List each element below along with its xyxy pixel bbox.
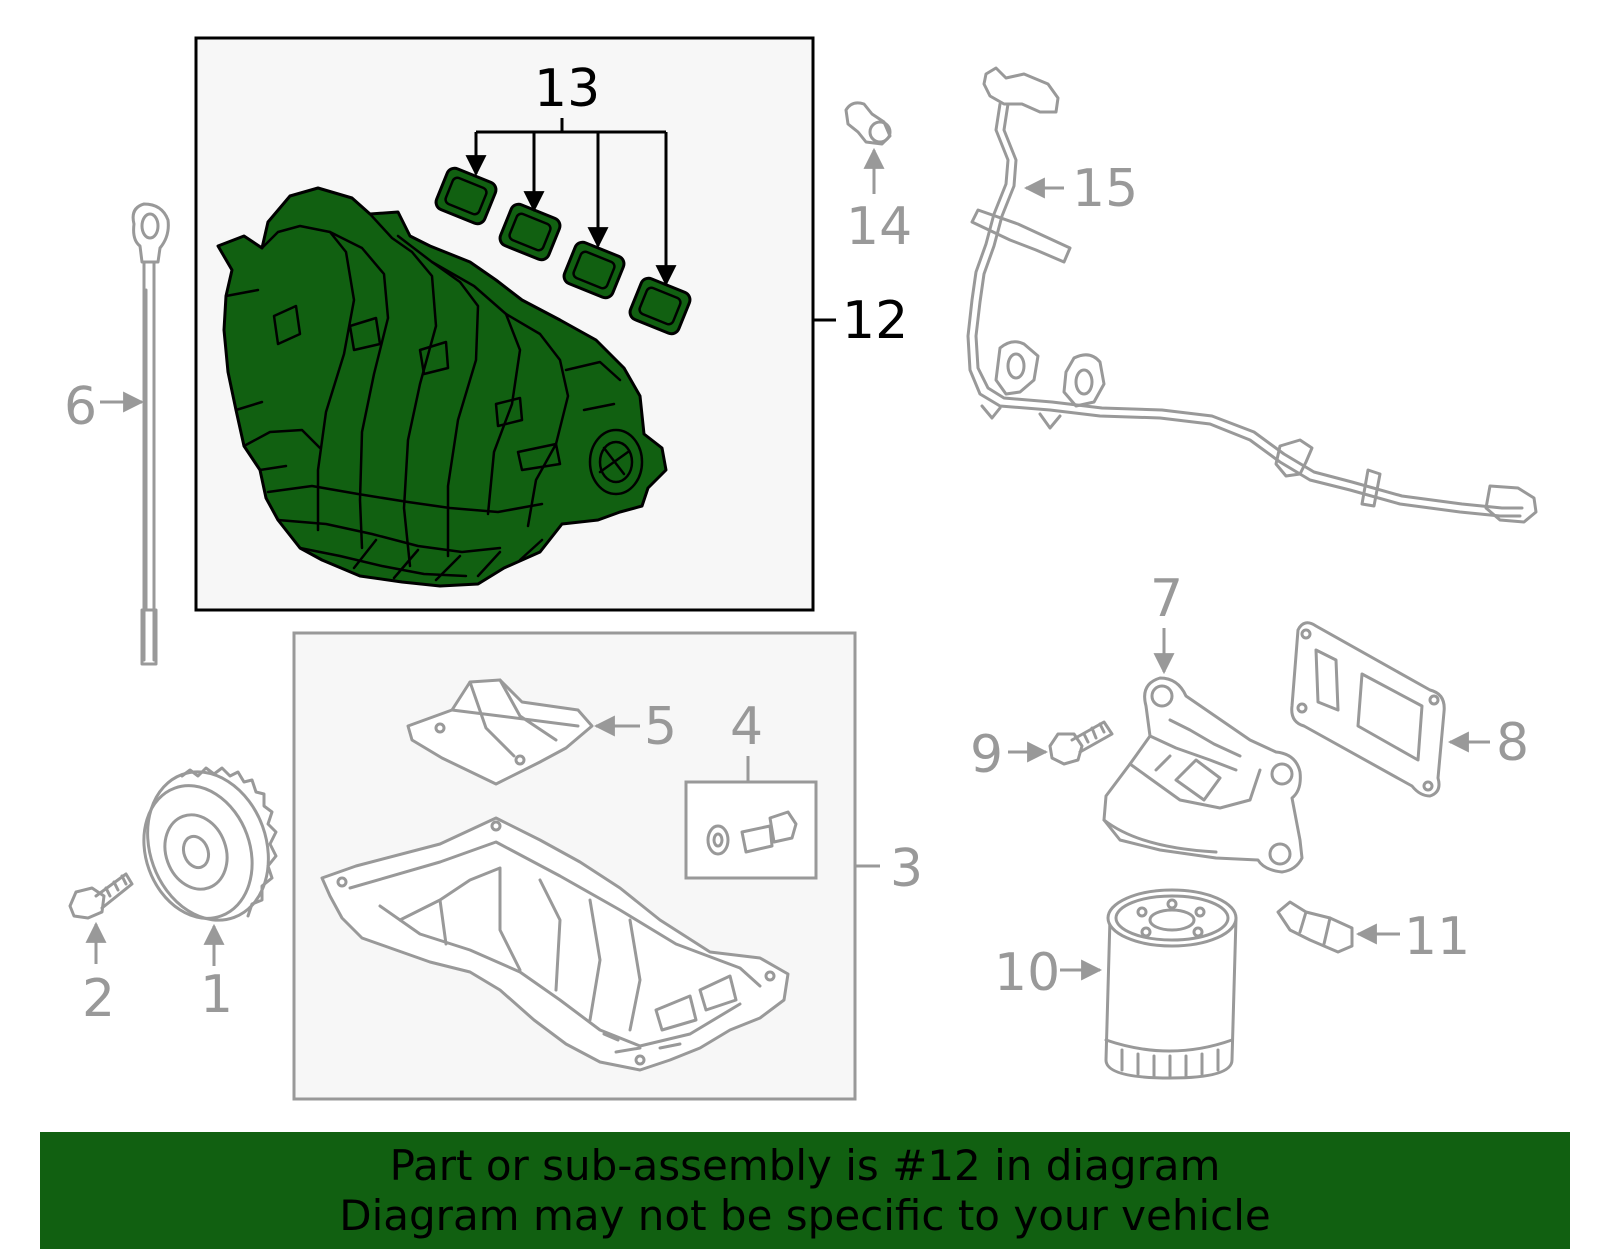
gasket-1 bbox=[434, 166, 498, 226]
adapter-bolt[interactable] bbox=[1048, 720, 1114, 766]
oil-dipstick[interactable] bbox=[131, 202, 170, 666]
gasket-3 bbox=[562, 240, 626, 300]
oil-filter-adapter[interactable] bbox=[1102, 676, 1304, 874]
callout-1: 1 bbox=[200, 965, 233, 1025]
callout-9: 9 bbox=[970, 725, 1003, 785]
intake-gaskets[interactable] bbox=[434, 166, 693, 336]
callout-4: 4 bbox=[730, 697, 763, 757]
callout-14: 14 bbox=[846, 197, 912, 257]
sprocket-bolt[interactable] bbox=[68, 872, 134, 920]
oil-pan-baffle[interactable] bbox=[406, 678, 594, 786]
callout-3: 3 bbox=[890, 839, 923, 899]
intake-manifold[interactable] bbox=[216, 186, 668, 588]
sensor-14[interactable] bbox=[844, 101, 892, 146]
callout-13-leader bbox=[465, 118, 677, 287]
callout-5: 5 bbox=[644, 697, 677, 757]
banner-line-2: Diagram may not be specific to your vehi… bbox=[339, 1190, 1271, 1240]
callout-12: 12 bbox=[842, 291, 908, 351]
notice-banner: Part or sub-assembly is #12 in diagram D… bbox=[40, 1132, 1570, 1249]
callout-2: 2 bbox=[82, 969, 115, 1029]
callout-7: 7 bbox=[1150, 569, 1183, 629]
callout-11: 11 bbox=[1404, 907, 1470, 967]
callout-8: 8 bbox=[1496, 713, 1529, 773]
oil-pan[interactable] bbox=[320, 816, 790, 1072]
gasket-2 bbox=[498, 202, 562, 262]
banner-line-1: Part or sub-assembly is #12 in diagram bbox=[389, 1140, 1221, 1190]
callout-15: 15 bbox=[1072, 159, 1138, 219]
crankshaft-sprocket[interactable] bbox=[126, 755, 289, 938]
gasket-4 bbox=[628, 276, 692, 336]
oil-filter[interactable] bbox=[1104, 888, 1238, 1080]
callout-13: 13 bbox=[534, 59, 600, 119]
callout-6: 6 bbox=[64, 377, 97, 437]
adapter-gasket[interactable] bbox=[1290, 621, 1446, 798]
oil-pressure-sensor[interactable] bbox=[1276, 900, 1354, 954]
oil-pan-bolt[interactable] bbox=[706, 810, 798, 856]
wiring-harness[interactable] bbox=[966, 66, 1538, 524]
callout-10: 10 bbox=[994, 943, 1060, 1003]
